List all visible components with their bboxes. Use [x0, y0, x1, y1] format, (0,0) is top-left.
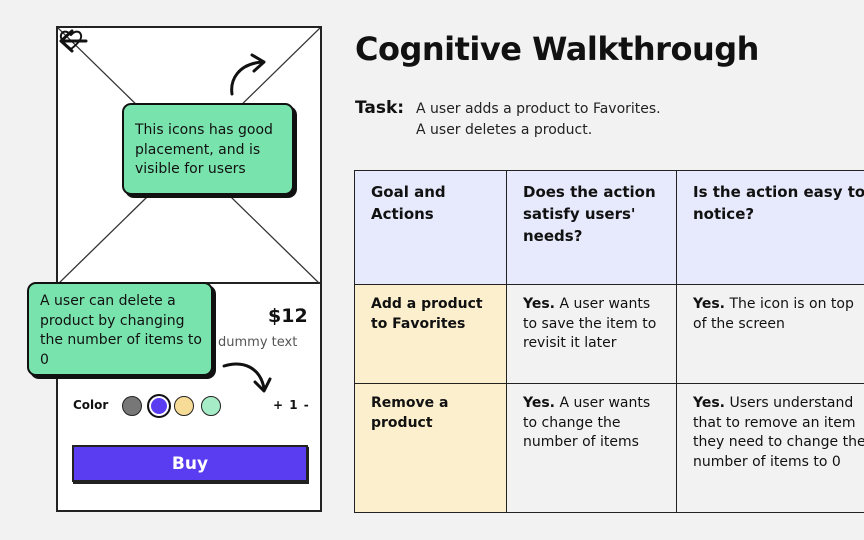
satisfy-text: A user wants to save the item to revisit… [523, 296, 657, 351]
goal-cell: Remove a product [354, 383, 507, 513]
notice-cell: Yes. The icon is on top of the screen [676, 284, 864, 384]
yes-label: Yes. [523, 296, 555, 312]
header-satisfy-needs: Does the action satisfy users' needs? [506, 170, 677, 285]
yes-label: Yes. [693, 296, 725, 312]
color-swatch-gray[interactable] [122, 396, 142, 416]
yes-label: Yes. [693, 395, 725, 411]
page-title: Cognitive Walkthrough [355, 30, 759, 68]
goal-cell: Add a product to Favorites [354, 284, 507, 384]
task-label: Task: [355, 98, 405, 118]
satisfy-cell: Yes. A user wants to save the item to re… [506, 284, 677, 384]
notice-text: Users understand that to remove an item … [693, 395, 864, 470]
table-row: Remove a product Yes. A user wants to ch… [354, 383, 864, 513]
arrow-to-stepper-icon [222, 362, 272, 393]
header-goal-actions: Goal and Actions [354, 170, 507, 285]
satisfy-text: A user wants to change the number of ite… [523, 395, 651, 450]
task-line-1: A user adds a product to Favorites. [416, 101, 661, 117]
header-easy-to-notice: Is the action easy to notice? [676, 170, 864, 285]
phone-wireframe: $12 dummy text Color + 1 - Buy [56, 26, 322, 512]
buy-button[interactable]: Buy [72, 445, 308, 482]
sticky-note-delete-product: A user can delete a product by changing … [27, 282, 213, 376]
product-description: dummy text [218, 335, 298, 350]
product-price: $12 [268, 305, 308, 327]
quantity-stepper[interactable]: + 1 - [273, 398, 310, 412]
sticky-note-icon-placement: This icons has good placement, and is vi… [122, 103, 294, 195]
table-row: Add a product to Favorites Yes. A user w… [354, 284, 864, 384]
arrow-to-heart-icon [230, 53, 266, 96]
table-header-row: Goal and Actions Does the action satisfy… [354, 170, 864, 285]
color-swatch-green[interactable] [201, 396, 221, 416]
color-swatch-purple-selected[interactable] [147, 394, 171, 418]
heart-icon[interactable] [58, 28, 84, 52]
color-swatch-yellow[interactable] [174, 396, 194, 416]
notice-text: The icon is on top of the screen [693, 296, 854, 332]
walkthrough-table: Goal and Actions Does the action satisfy… [354, 170, 864, 513]
yes-label: Yes. [523, 395, 555, 411]
color-label: Color [73, 398, 109, 412]
satisfy-cell: Yes. A user wants to change the number o… [506, 383, 677, 513]
notice-cell: Yes. Users understand that to remove an … [676, 383, 864, 513]
task-line-2: A user deletes a product. [416, 122, 593, 138]
